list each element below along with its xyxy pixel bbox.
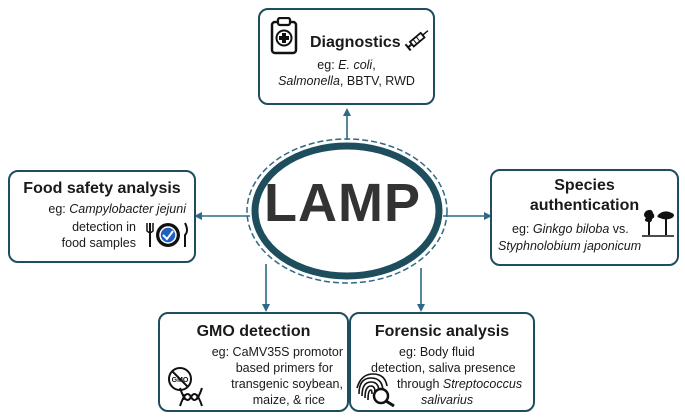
- diagnostics-title: Diagnostics: [310, 34, 401, 51]
- forensic-line3: through Streptococcus: [397, 377, 522, 392]
- species-organism-styphnolobium: Styphnolobium japonicum: [498, 239, 642, 253]
- syringe-icon: [404, 26, 432, 57]
- gmo-line1: eg: CaMV35S promotor: [211, 345, 343, 359]
- species-title-line2: authentication: [529, 197, 640, 214]
- diagnostics-examples-line1: eg: E. coli,: [260, 58, 433, 73]
- dna-icon: [178, 386, 204, 413]
- forensic-box: Forensic analysis eg: Body fluid detecti…: [349, 312, 535, 412]
- no-gmo-icon-text: GMO: [172, 377, 189, 384]
- food-safety-line3: food samples: [61, 236, 136, 250]
- species-eg-prefix: eg:: [512, 222, 533, 236]
- species-organism-ginkgo: Ginkgo biloba: [532, 222, 610, 236]
- forensic-organism-streptococcus: Streptococcus: [442, 377, 523, 391]
- food-safety-line1: eg: Campylobacter jejuni: [6, 202, 186, 217]
- food-safety-line2: detection in: [72, 220, 136, 234]
- food-safety-box: Food safety analysis eg: Campylobacter j…: [8, 170, 196, 263]
- diagnostics-examples-line2: Salmonella, BBTV, RWD: [260, 74, 433, 89]
- forensic-line4: salivarius: [421, 393, 473, 408]
- clipboard-medical-icon: [270, 16, 298, 60]
- diagnostics-organism-ecoli: E. coli: [338, 58, 373, 72]
- diagnostics-organism-salmonella: Salmonella: [278, 74, 340, 88]
- food-safety-title: Food safety analysis: [23, 180, 181, 197]
- forensic-through: through: [397, 377, 443, 391]
- diagnostics-eg-prefix: eg:: [317, 58, 339, 72]
- gmo-title: GMO detection: [196, 323, 311, 340]
- gmo-line2: based primers for: [235, 361, 333, 375]
- plate-check-icon: [146, 219, 190, 256]
- gmo-line3: transgenic soybean,: [231, 377, 343, 391]
- lamp-center-label: LAMP: [264, 173, 421, 233]
- gmo-line4: maize, & rice: [252, 393, 325, 407]
- forensic-title: Forensic analysis: [374, 323, 510, 340]
- forensic-line2: detection, saliva presence: [371, 361, 516, 375]
- diagnostics-box: Diagnostics eg: E. coli, Salmonella, BBT…: [258, 8, 435, 105]
- forensic-line1: eg: Body fluid: [399, 345, 475, 359]
- no-gmo-icon: GMO: [167, 366, 193, 397]
- trees-icon: [640, 205, 676, 244]
- forensic-organism-salivarius: salivarius: [421, 393, 474, 407]
- species-box: Species authentication eg: Ginkgo biloba…: [490, 169, 679, 266]
- food-safety-eg-prefix: eg:: [48, 202, 70, 216]
- species-line1: eg: Ginkgo biloba vs.: [512, 222, 629, 237]
- species-vs: vs.: [609, 222, 629, 236]
- diagnostics-line1-suffix: ,: [372, 58, 376, 72]
- lamp-inner-ring: [251, 142, 443, 280]
- species-title-line1: Species: [554, 177, 615, 194]
- food-safety-organism: Campylobacter jejuni: [69, 202, 186, 216]
- species-line2: Styphnolobium japonicum: [498, 239, 641, 254]
- fingerprint-magnifier-icon: [355, 372, 397, 413]
- diagnostics-line2-suffix: , BBTV, RWD: [339, 74, 415, 88]
- gmo-box: GMO detection eg: CaMV35S promotor based…: [158, 312, 349, 412]
